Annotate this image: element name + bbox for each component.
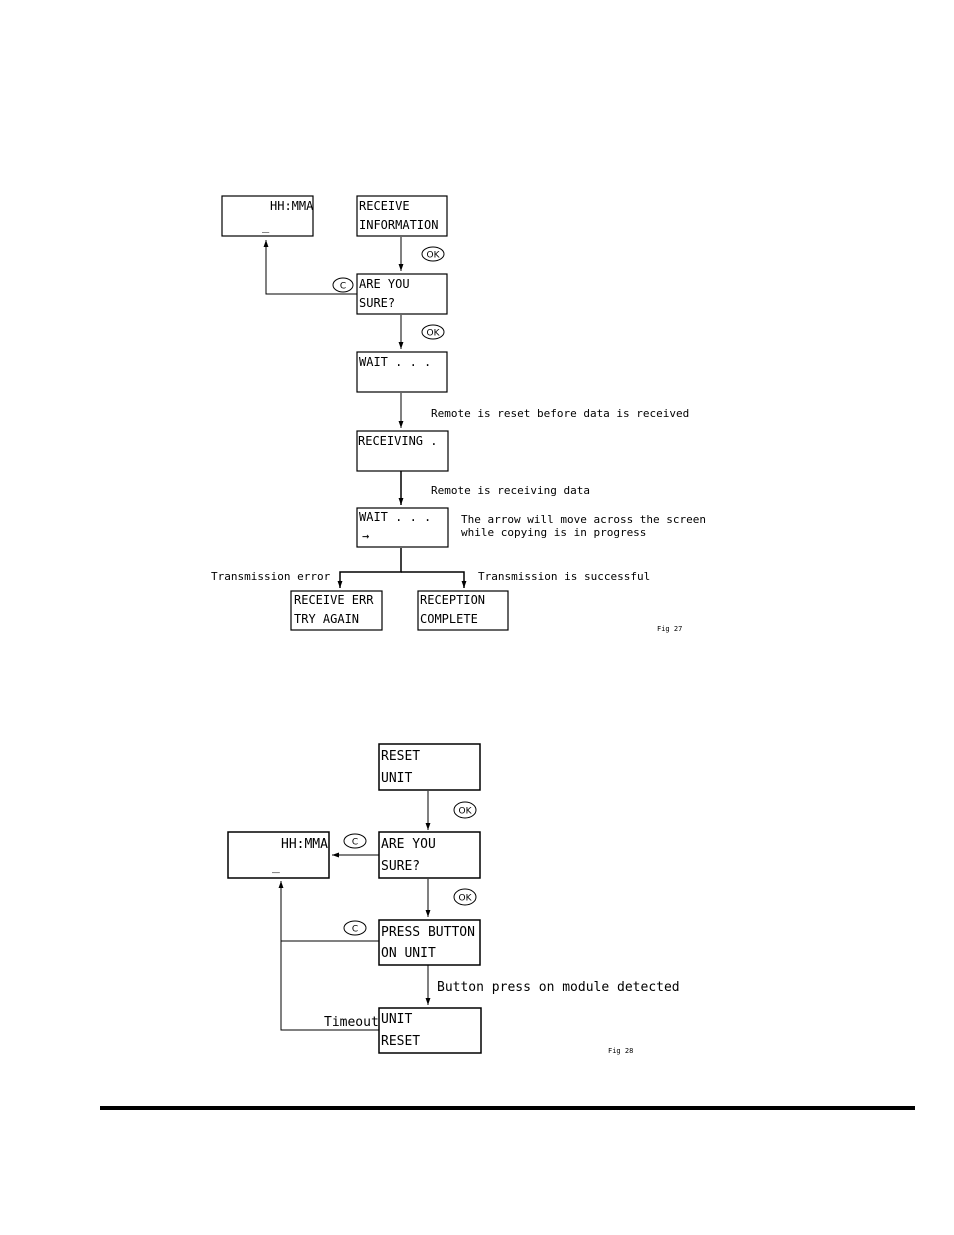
ok-label: OK: [459, 894, 473, 904]
label-transmission-success: Transmission is successful: [478, 570, 650, 583]
figure-27: HH:MMA _ RECEIVE INFORMATION OK C ARE YO…: [211, 195, 706, 633]
label-timeout: Timeout: [324, 1015, 379, 1030]
ok-label: OK: [427, 251, 441, 261]
fig27-receive-information-display: RECEIVE INFORMATION: [356, 195, 448, 237]
ok-label: OK: [427, 329, 441, 339]
fig27-are-you-sure-display: ARE YOU SURE?: [356, 273, 448, 315]
display-line-1: UNIT: [381, 1012, 412, 1027]
display-line-2: SURE?: [381, 859, 420, 874]
display-line-2: ON UNIT: [381, 946, 436, 961]
fig28-unit-reset-display: UNIT RESET: [378, 1007, 482, 1054]
display-line-2: COMPLETE: [420, 612, 478, 626]
fig27-wait-display: WAIT . . .: [356, 351, 448, 393]
cancel-label: C: [352, 838, 358, 848]
figure-number: Fig 28: [608, 1047, 633, 1055]
cancel-button-icon: C: [343, 833, 367, 849]
display-line-2: RESET: [381, 1034, 420, 1049]
fig28-are-you-sure-display: ARE YOU SURE?: [378, 831, 481, 879]
display-line-1: RECEIVE ERR: [294, 593, 374, 607]
display-line-1: RECEPTION: [420, 593, 485, 607]
ok-button-icon: OK: [453, 888, 477, 906]
display-line-1: ARE YOU: [359, 277, 410, 291]
footer-rule: [100, 1106, 915, 1110]
clock-cursor: _: [262, 219, 270, 233]
ok-button-icon: OK: [453, 801, 477, 819]
clock-time: HH:MMA: [270, 199, 314, 213]
display-line-1: WAIT . . .: [359, 355, 431, 369]
label-transmission-error: Transmission error: [211, 570, 331, 583]
note-arrow-2: while copying is in progress: [461, 526, 646, 539]
cancel-button-icon: C: [332, 277, 354, 293]
display-line-2: TRY AGAIN: [294, 612, 359, 626]
fig28-connectors: [278, 791, 431, 1031]
display-line-1: RESET: [381, 749, 420, 764]
arrow-timeout-to-clock: [278, 881, 379, 1031]
fig27-connectors: [263, 237, 467, 588]
display-line-1: ARE YOU: [381, 837, 436, 852]
cancel-button-icon: C: [343, 920, 367, 936]
note-button-detected: Button press on module detected: [437, 980, 680, 995]
figure-28: RESET UNIT OK C HH:MMA _ ARE YOU SURE?: [227, 743, 680, 1055]
fig27-receiving-display: RECEIVING .: [356, 430, 449, 472]
fig27-reception-complete-display: RECEPTION COMPLETE: [417, 590, 509, 631]
display-line-2: SURE?: [359, 296, 395, 310]
fig27-clock-display: HH:MMA _: [221, 195, 314, 237]
fig27-wait-progress-display: WAIT . . . →: [356, 507, 449, 548]
display-line-2: UNIT: [381, 771, 412, 786]
display-line-1: WAIT . . .: [359, 510, 431, 524]
display-line-1: PRESS BUTTON: [381, 925, 475, 940]
ok-label: OK: [459, 807, 473, 817]
cancel-label: C: [340, 282, 346, 292]
progress-arrow: →: [362, 529, 369, 543]
ok-button-icon: OK: [421, 324, 445, 340]
figure-number: Fig 27: [657, 625, 682, 633]
note-remote-receiving: Remote is receiving data: [431, 484, 590, 497]
arrow-to-success: [401, 571, 467, 588]
cancel-label: C: [352, 925, 358, 935]
fig27-receive-error-display: RECEIVE ERR TRY AGAIN: [290, 590, 383, 631]
display-line-1: RECEIVE: [359, 199, 410, 213]
note-remote-reset: Remote is reset before data is received: [431, 407, 689, 420]
display-line-1: RECEIVING .: [358, 434, 437, 448]
fig28-reset-unit-display: RESET UNIT: [378, 743, 481, 791]
fig28-clock-display: HH:MMA _: [227, 831, 330, 879]
ok-button-icon: OK: [421, 246, 445, 262]
clock-cursor: _: [272, 859, 280, 874]
display-line-2: INFORMATION: [359, 218, 438, 232]
fig28-press-button-display: PRESS BUTTON ON UNIT: [378, 919, 481, 966]
arrow-to-error: [337, 548, 402, 588]
arrow-confirm-cancel-to-clock: [263, 240, 357, 295]
clock-time: HH:MMA: [281, 837, 328, 852]
note-arrow-1: The arrow will move across the screen: [461, 513, 706, 526]
